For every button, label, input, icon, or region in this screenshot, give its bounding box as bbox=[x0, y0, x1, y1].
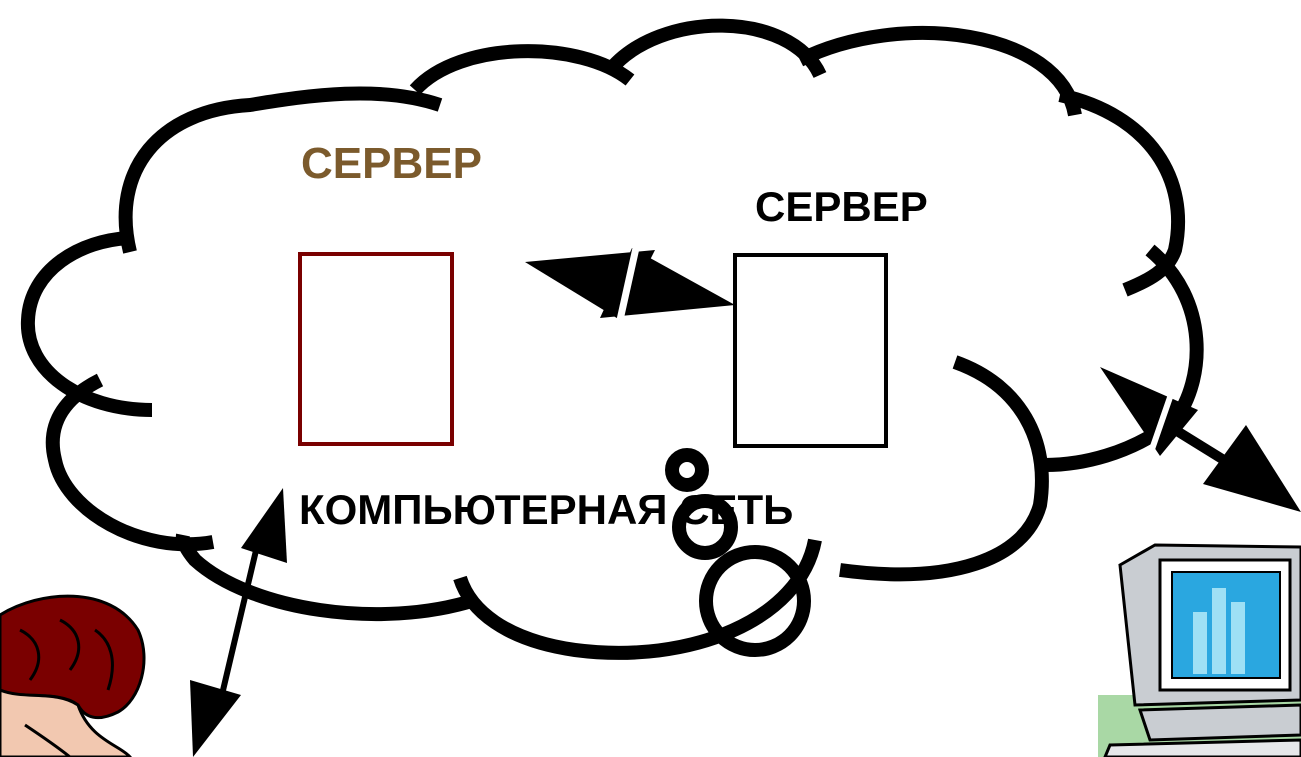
network-cloud bbox=[20, 18, 1204, 660]
computer-link-arrow-icon bbox=[1100, 367, 1301, 512]
server-right-box bbox=[733, 253, 888, 448]
server-right-label: СЕРВЕР bbox=[755, 183, 928, 230]
computer-icon bbox=[1098, 543, 1301, 757]
server-left-label: СЕРВЕР bbox=[301, 139, 482, 188]
server-link-arrow-icon bbox=[525, 247, 735, 321]
network-label: КОМПЬЮТЕРНАЯ СЕТЬ bbox=[299, 486, 794, 533]
woman-user-icon bbox=[0, 594, 146, 757]
thought-bubbles bbox=[665, 448, 811, 657]
server-left-box bbox=[298, 252, 454, 446]
user-link-arrow-icon bbox=[190, 488, 287, 757]
